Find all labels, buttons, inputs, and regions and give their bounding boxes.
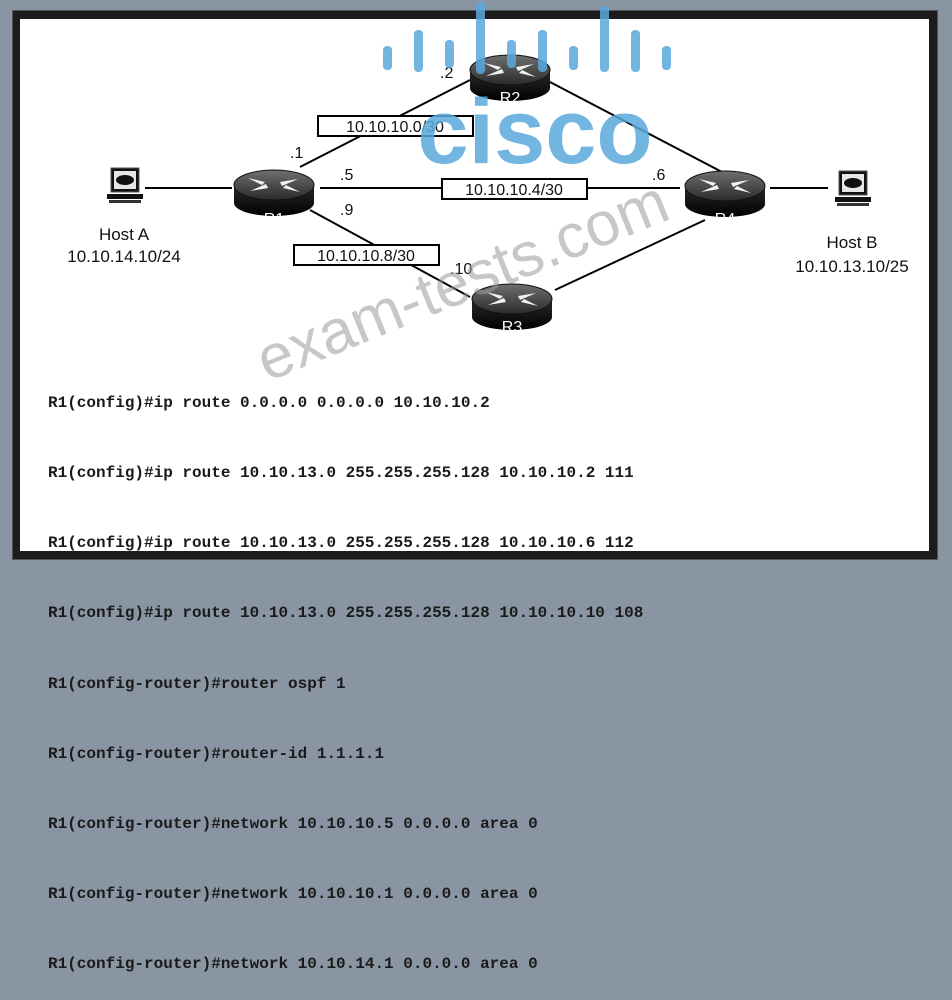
cli-line: R1(config)#ip route 0.0.0.0 0.0.0.0 10.1… <box>48 393 490 412</box>
subnet-box <box>293 244 440 266</box>
cli-line: R1(config-router)#network 10.10.14.1 0.0… <box>48 955 538 974</box>
interface-label: .9 <box>340 202 353 219</box>
link-r2-r4 <box>549 81 723 173</box>
cli-line: R1(config)#ip route 10.10.13.0 255.255.2… <box>48 464 634 483</box>
host-name: Host B <box>826 233 877 252</box>
cli-line: R1(config)#ip route 10.10.13.0 255.255.2… <box>48 534 634 553</box>
exhibit-panel <box>20 19 929 551</box>
cli-line: R1(config-router)#router-id 1.1.1.1 <box>48 744 385 763</box>
interface-label: .6 <box>652 167 665 184</box>
link-r3-r4 <box>554 219 706 291</box>
cli-line: R1(config-router)#network 10.10.10.1 0.0… <box>48 885 538 904</box>
router-label: R4 <box>715 211 736 228</box>
interface-label: .10 <box>450 261 472 278</box>
router-r1 <box>233 169 315 217</box>
interface-label: .2 <box>440 65 453 82</box>
subnet-box <box>317 115 474 137</box>
host-address: 10.10.14.10/24 <box>67 247 180 266</box>
cli-line: R1(config-router)#network 10.10.10.5 0.0… <box>48 815 538 834</box>
subnet-box <box>441 178 588 200</box>
subnet-label: 10.10.10.0/30 <box>346 119 444 136</box>
router-label: R1 <box>264 211 285 228</box>
host-name: Host A <box>99 225 150 244</box>
cli-line: R1(config)#ip route 10.10.13.0 255.255.2… <box>48 604 644 623</box>
pc-icon <box>834 170 872 207</box>
router-label: R3 <box>502 319 523 336</box>
interface-label: .5 <box>340 167 353 184</box>
host-address: 10.10.13.10/25 <box>795 257 908 276</box>
cli-output: R1(config)#ip route 0.0.0.0 0.0.0.0 10.1… <box>48 345 643 1000</box>
interface-label: .1 <box>290 145 303 162</box>
router-label: R2 <box>500 90 521 107</box>
cli-line: R1(config-router)#router ospf 1 <box>48 674 346 693</box>
subnet-label: 10.10.10.8/30 <box>317 248 415 265</box>
network-diagram: R1 R2 R3 R4 10.10.10.0/30 10.10.10.4/30 … <box>67 54 909 336</box>
subnet-label: 10.10.10.4/30 <box>465 182 563 199</box>
pc-icon <box>106 167 144 204</box>
